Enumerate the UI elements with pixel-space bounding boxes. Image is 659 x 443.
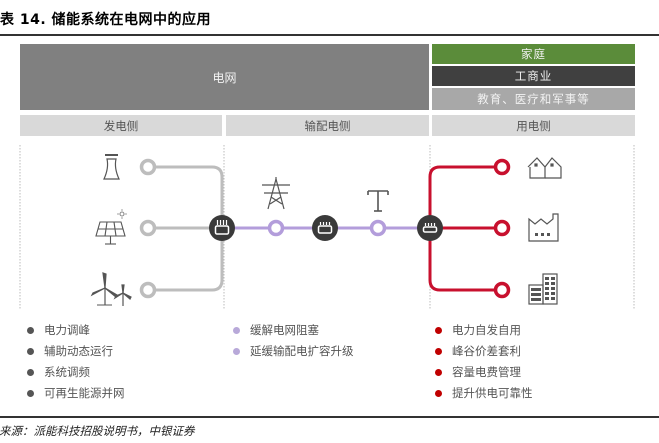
cooling-tower-icon	[103, 154, 120, 180]
wind-turbine-icon	[90, 272, 132, 306]
office-building-icon	[528, 273, 558, 305]
battery-storage-icon	[209, 215, 235, 241]
houses-icon	[527, 157, 562, 179]
list-item: 峰谷价差套利	[435, 341, 533, 362]
bullet-icon	[27, 369, 34, 376]
user-segment-public-institutions: 教育、医疗和军事等	[432, 88, 635, 110]
list-item: 电力自发自用	[435, 320, 533, 341]
solar-panel-icon	[95, 209, 127, 245]
bullet-icon	[233, 348, 240, 355]
transmission-nodes	[267, 219, 387, 237]
transmission-tower-icon	[262, 177, 290, 210]
list-item: 可再生能源并网	[27, 383, 125, 404]
transmission-node	[267, 219, 285, 237]
side-consumption: 用电侧	[432, 115, 635, 136]
consumption-node	[493, 281, 511, 299]
bullet-icon	[435, 327, 442, 334]
consumption-node	[493, 219, 511, 237]
consumption-applications: 电力自发自用 峰谷价差套利 容量电费管理 提升供电可靠性	[435, 320, 533, 404]
generation-applications: 电力调峰 辅助动态运行 系统调频 可再生能源并网	[27, 320, 125, 404]
generation-nodes	[139, 158, 157, 299]
generation-node	[139, 158, 157, 176]
generation-node	[139, 219, 157, 237]
list-item: 电力调峰	[27, 320, 125, 341]
side-transmission-distribution: 输配电侧	[226, 115, 429, 136]
title-divider	[0, 34, 659, 36]
bullet-icon	[27, 390, 34, 397]
figure-title: 表 14. 储能系统在电网中的应用	[0, 12, 212, 28]
consumption-node	[493, 158, 511, 176]
side-generation: 发电侧	[20, 115, 222, 136]
list-item: 缓解电网阻塞	[233, 320, 354, 341]
user-segment-home: 家庭	[432, 44, 635, 64]
list-item: 容量电费管理	[435, 362, 533, 383]
source-note: 资料来源：派能科技招股说明书，中银证券	[0, 424, 195, 438]
consumption-nodes	[493, 158, 511, 299]
utility-pole-icon	[367, 190, 389, 212]
grid-header: 电网	[20, 44, 429, 110]
list-item: 提升供电可靠性	[435, 383, 533, 404]
bullet-icon	[435, 369, 442, 376]
list-item: 延缓输配电扩容升级	[233, 341, 354, 362]
bullet-icon	[435, 390, 442, 397]
battery-storage-icon	[417, 215, 443, 241]
list-item: 辅助动态运行	[27, 341, 125, 362]
transmission-applications: 缓解电网阻塞 延缓输配电扩容升级	[233, 320, 354, 362]
bullet-icon	[233, 327, 240, 334]
list-item: 系统调频	[27, 362, 125, 383]
factory-icon	[528, 213, 559, 242]
transmission-node	[369, 219, 387, 237]
battery-storage-icon	[312, 215, 338, 241]
bullet-icon	[27, 348, 34, 355]
bullet-icon	[435, 348, 442, 355]
footer-divider	[0, 416, 659, 418]
user-segment-commercial-industrial: 工商业	[432, 66, 635, 86]
generation-node	[139, 281, 157, 299]
bullet-icon	[27, 327, 34, 334]
